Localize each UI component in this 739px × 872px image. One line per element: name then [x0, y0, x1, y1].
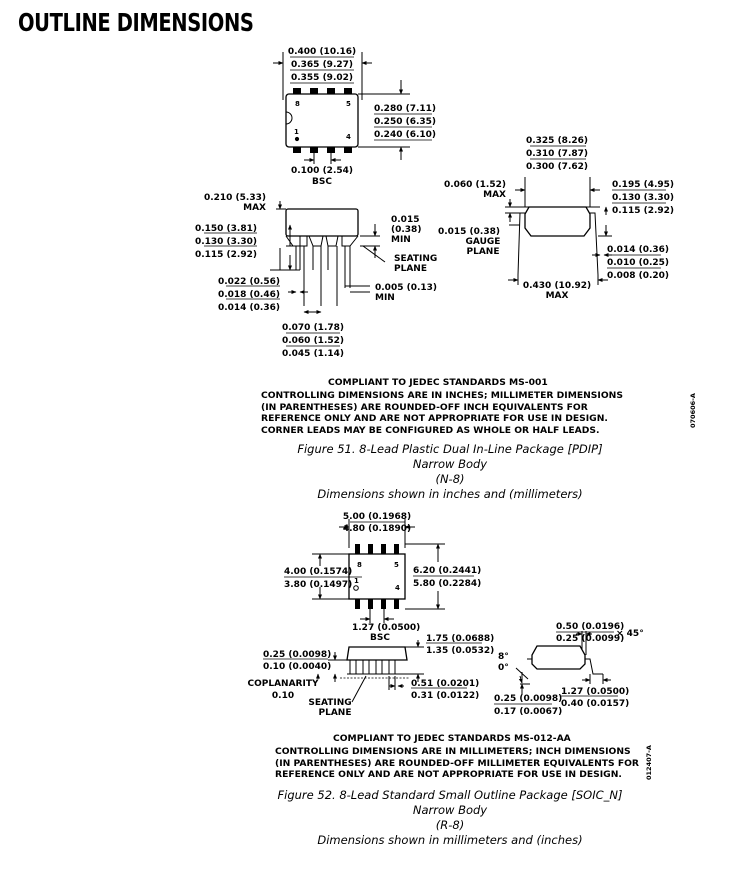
soic-end-labels: 0.50 (0.0196) 0.25 (0.0099) × 45° 8° 0° … [494, 622, 644, 717]
pdip-caption: Figure 51. 8-Lead Plastic Dual In-Line P… [297, 442, 603, 501]
svg-text:1.75 (0.0688): 1.75 (0.0688) [426, 634, 494, 644]
svg-text:0.014 (0.36): 0.014 (0.36) [218, 303, 280, 313]
soic-drawing-code: 012407-A [645, 745, 653, 780]
pdip-height-max-label: 0.210 (5.33) [204, 193, 266, 203]
soic-side-labels: 0.25 (0.0098) 0.10 (0.0040) 1.75 (0.0688… [248, 634, 495, 718]
pdip-drawing-code: 070606-A [689, 393, 697, 428]
pdip-notes: CONTROLLING DIMENSIONS ARE IN INCHES; MI… [261, 390, 623, 436]
page-title: OUTLINE DIMENSIONS [18, 8, 254, 37]
pdip-height-nom: 0.250 (6.35) [374, 117, 436, 127]
pdip-top-view [273, 52, 432, 164]
svg-text:0.17 (0.0067): 0.17 (0.0067) [494, 707, 562, 717]
pdip-pitch-bsc: BSC [312, 177, 332, 187]
svg-text:0.310 (7.87): 0.310 (7.87) [526, 149, 588, 159]
svg-text:0.430 (10.92): 0.430 (10.92) [523, 281, 591, 291]
svg-text:0.018 (0.46): 0.018 (0.46) [218, 290, 280, 300]
svg-text:1: 1 [354, 577, 359, 585]
svg-text:0.325 (8.26): 0.325 (8.26) [526, 136, 588, 146]
pdip-width-min: 0.355 (9.02) [291, 73, 353, 83]
svg-text:4.80 (0.1890): 4.80 (0.1890) [343, 524, 411, 534]
svg-text:0.130 (3.30): 0.130 (3.30) [612, 193, 674, 203]
svg-text:0.31 (0.0122): 0.31 (0.0122) [411, 691, 479, 701]
svg-text:PLANE: PLANE [319, 708, 352, 718]
pdip-side-view [270, 201, 386, 314]
svg-text:0.195 (4.95): 0.195 (4.95) [612, 180, 674, 190]
svg-text:MAX: MAX [546, 291, 569, 301]
soic-side-view [316, 640, 424, 703]
pdip-side-labels: 0.210 (5.33) MAX 0.150 (3.81) 0.130 (3.3… [195, 193, 437, 359]
svg-text:0.045 (1.14): 0.045 (1.14) [282, 349, 344, 359]
svg-text:0°: 0° [498, 663, 509, 673]
svg-text:4: 4 [395, 584, 400, 592]
svg-text:1.27 (0.0500): 1.27 (0.0500) [561, 687, 629, 697]
svg-text:0.070 (1.78): 0.070 (1.78) [282, 323, 344, 333]
svg-text:0.10 (0.0040): 0.10 (0.0040) [263, 662, 331, 672]
svg-text:3.80 (0.1497): 3.80 (0.1497) [284, 580, 352, 590]
svg-text:MIN: MIN [375, 293, 395, 303]
svg-text:PLANE: PLANE [467, 247, 500, 257]
pdip-end-view [505, 145, 612, 285]
pdip-width-nom: 0.365 (9.27) [291, 60, 353, 70]
svg-text:0.130 (3.30): 0.130 (3.30) [195, 237, 257, 247]
pin-8-label: 8 [295, 100, 300, 108]
svg-text:0.060 (1.52): 0.060 (1.52) [282, 336, 344, 346]
svg-text:0.150 (3.81): 0.150 (3.81) [195, 224, 257, 234]
svg-text:0.115 (2.92): 0.115 (2.92) [612, 206, 674, 216]
svg-text:1.27 (0.0500): 1.27 (0.0500) [352, 623, 420, 633]
svg-text:0.51 (0.0201): 0.51 (0.0201) [411, 679, 479, 689]
svg-text:MAX: MAX [243, 203, 266, 213]
svg-text:0.008 (0.20): 0.008 (0.20) [607, 271, 669, 281]
pdip-end-labels: 0.325 (8.26) 0.310 (7.87) 0.300 (7.62) 0… [438, 136, 674, 301]
svg-text:0.015: 0.015 [391, 215, 419, 225]
pdip-width-max: 0.400 (10.16) [288, 47, 356, 57]
soic-end-view [515, 631, 611, 694]
svg-text:5: 5 [394, 561, 399, 569]
svg-text:0.060 (1.52): 0.060 (1.52) [444, 180, 506, 190]
svg-text:BSC: BSC [370, 633, 390, 643]
pin-1-label: 1 [294, 128, 299, 136]
svg-text:0.115 (2.92): 0.115 (2.92) [195, 250, 257, 260]
svg-text:0.010 (0.25): 0.010 (0.25) [607, 258, 669, 268]
soic-top-view [284, 519, 474, 623]
svg-text:0.022 (0.56): 0.022 (0.56) [218, 277, 280, 287]
svg-text:6.20 (0.2441): 6.20 (0.2441) [413, 566, 481, 576]
soic-notes: CONTROLLING DIMENSIONS ARE IN MILLIMETER… [275, 746, 639, 780]
svg-text:0.40 (0.0157): 0.40 (0.0157) [561, 699, 629, 709]
svg-text:MIN: MIN [391, 235, 411, 245]
soic-top-labels: 5.00 (0.1968) 4.80 (0.1890) 8 5 1 4 4.00… [284, 512, 481, 643]
svg-text:1.35 (0.0532): 1.35 (0.0532) [426, 646, 494, 656]
pdip-height-min: 0.240 (6.10) [374, 130, 436, 140]
pin-5-label: 5 [346, 100, 351, 108]
svg-text:× 45°: × 45° [616, 629, 644, 639]
pdip-pitch: 0.100 (2.54) [291, 166, 353, 176]
svg-text:PLANE: PLANE [394, 264, 427, 274]
seating-plane-label: SEATING [394, 254, 437, 264]
pin-4-label: 4 [346, 133, 351, 141]
pdip-height-max: 0.280 (7.11) [374, 104, 436, 114]
soic-compliance: COMPLIANT TO JEDEC STANDARDS MS-012-AA [333, 733, 572, 744]
pdip-compliance: COMPLIANT TO JEDEC STANDARDS MS-001 [328, 377, 548, 388]
svg-text:0.10: 0.10 [272, 691, 294, 701]
svg-text:0.005 (0.13): 0.005 (0.13) [375, 283, 437, 293]
svg-text:5.80 (0.2284): 5.80 (0.2284) [413, 579, 481, 589]
svg-text:8°: 8° [498, 652, 509, 662]
svg-text:(0.38): (0.38) [391, 225, 421, 235]
svg-text:4.00 (0.1574): 4.00 (0.1574) [284, 567, 352, 577]
svg-text:0.25 (0.0098): 0.25 (0.0098) [494, 694, 562, 704]
svg-text:0.014 (0.36): 0.014 (0.36) [607, 245, 669, 255]
svg-text:GAUGE: GAUGE [466, 237, 501, 247]
soic-caption: Figure 52. 8-Lead Standard Small Outline… [277, 788, 623, 847]
pdip-top-labels: 0.400 (10.16) 0.365 (9.27) 0.355 (9.02) … [288, 47, 436, 187]
svg-text:COPLANARITY: COPLANARITY [248, 679, 319, 689]
svg-text:8: 8 [357, 561, 362, 569]
svg-text:0.50 (0.0196): 0.50 (0.0196) [556, 622, 624, 632]
svg-text:0.015 (0.38): 0.015 (0.38) [438, 227, 500, 237]
svg-text:5.00 (0.1968): 5.00 (0.1968) [343, 512, 411, 522]
svg-text:0.25 (0.0099): 0.25 (0.0099) [556, 634, 624, 644]
svg-text:0.300 (7.62): 0.300 (7.62) [526, 162, 588, 172]
svg-text:0.25 (0.0098): 0.25 (0.0098) [263, 650, 331, 660]
svg-text:MAX: MAX [483, 190, 506, 200]
svg-text:SEATING: SEATING [308, 698, 351, 708]
